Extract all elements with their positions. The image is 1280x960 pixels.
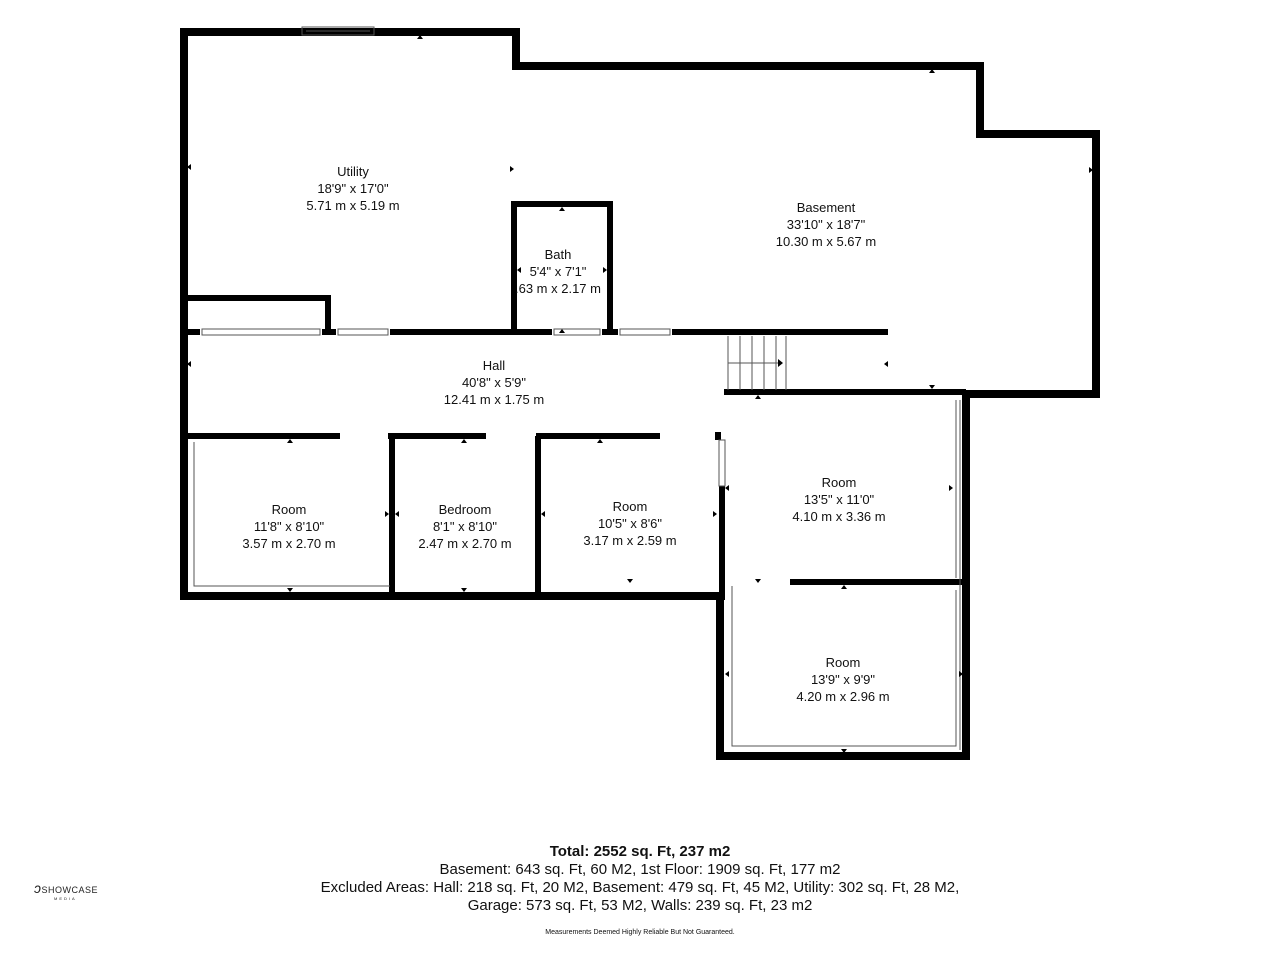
window [301,26,375,36]
room-label-room-2: Room 10'5" x 8'6" 3.17 m x 2.59 m [570,498,690,549]
room-name: Room [821,475,857,490]
room-label-utility: Utility 18'9" x 17'0" 5.71 m x 5.19 m [293,163,413,214]
room-name: Bedroom [438,502,492,517]
showcase-logo: ↄSHOWCASE MEDIA [34,880,98,901]
bath-wall [511,201,613,332]
doorway-1 [201,328,321,336]
logo-subtext: MEDIA [54,896,77,901]
area-breakdown-line-3: Garage: 573 sq. Ft, 53 M2, Walls: 239 sq… [467,897,813,914]
room-dim-m: 5.71 m x 5.19 m [306,198,400,213]
doorway-3 [553,328,601,336]
area-summary: Total: 2552 sq. Ft, 237 m2 Basement: 643… [0,843,1280,936]
room-dim-m: 12.41 m x 1.75 m [443,392,545,407]
room-dim-m: 3.17 m x 2.59 m [583,533,677,548]
room-dim-ft: 5'4" x 7'1" [529,264,587,279]
room-dim-m: 10.30 m x 5.67 m [775,234,877,249]
room-name: Room [271,502,307,517]
doorway-4 [619,328,671,336]
logo-swoosh-icon: ↄ [34,880,42,896]
room-label-basement: Basement 33'10" x 18'7" 10.30 m x 5.67 m [756,199,896,250]
room-label-bath: Bath 5'4" x 7'1" .63 m x 2.17 m [512,246,604,297]
room-name: Bath [544,247,572,262]
room-label-room-1: Room 11'8" x 8'10" 3.57 m x 2.70 m [229,501,349,552]
total-area: Total: 2552 sq. Ft, 237 m2 [549,843,731,860]
room-label-bedroom: Bedroom 8'1" x 8'10" 2.47 m x 2.70 m [405,501,525,552]
room-dim-ft: 18'9" x 17'0" [317,181,389,196]
doorway-2 [337,328,389,336]
room-name: Utility [337,164,369,179]
logo-text: SHOWCASE [41,885,99,895]
room-dim-ft: 13'5" x 11'0" [803,492,875,507]
room-name: Hall [482,358,506,373]
room-name: Room [612,499,648,514]
area-breakdown-line-2: Excluded Areas: Hall: 218 sq. Ft, 20 M2,… [320,879,960,896]
room-dim-ft: 11'8" x 8'10" [253,519,325,534]
room-label-hall: Hall 40'8" x 5'9" 12.41 m x 1.75 m [424,357,564,408]
room-dim-ft: 10'5" x 8'6" [597,516,663,531]
room-dim-ft: 13'9" x 9'9" [810,672,876,687]
room-dim-m: 4.10 m x 3.36 m [792,509,886,524]
room-dim-m: 4.20 m x 2.96 m [796,689,890,704]
disclaimer: Measurements Deemed Highly Reliable But … [545,929,735,936]
room-label-room-3: Room 13'5" x 11'0" 4.10 m x 3.36 m [779,474,899,525]
area-breakdown-line-1: Basement: 643 sq. Ft, 60 M2, 1st Floor: … [439,861,841,878]
room-dim-ft: 40'8" x 5'9" [461,375,527,390]
stairs [727,336,787,390]
room-dim-m: 3.57 m x 2.70 m [242,536,336,551]
room-dim-ft: 33'10" x 18'7" [786,217,866,232]
room-dim-m: 2.47 m x 2.70 m [418,536,512,551]
wall-markers [187,35,1093,753]
room-name: Basement [796,200,856,215]
room-name: Room [825,655,861,670]
thin-lines [193,26,961,750]
utility-closet-wall [184,295,331,332]
room-dim-m: .63 m x 2.17 m [515,281,601,296]
doorway-5 [718,439,726,487]
interior-walls [184,201,966,600]
room-dim-ft: 8'1" x 8'10" [432,519,498,534]
room-label-room-4: Room 13'9" x 9'9" 4.20 m x 2.96 m [783,654,903,705]
